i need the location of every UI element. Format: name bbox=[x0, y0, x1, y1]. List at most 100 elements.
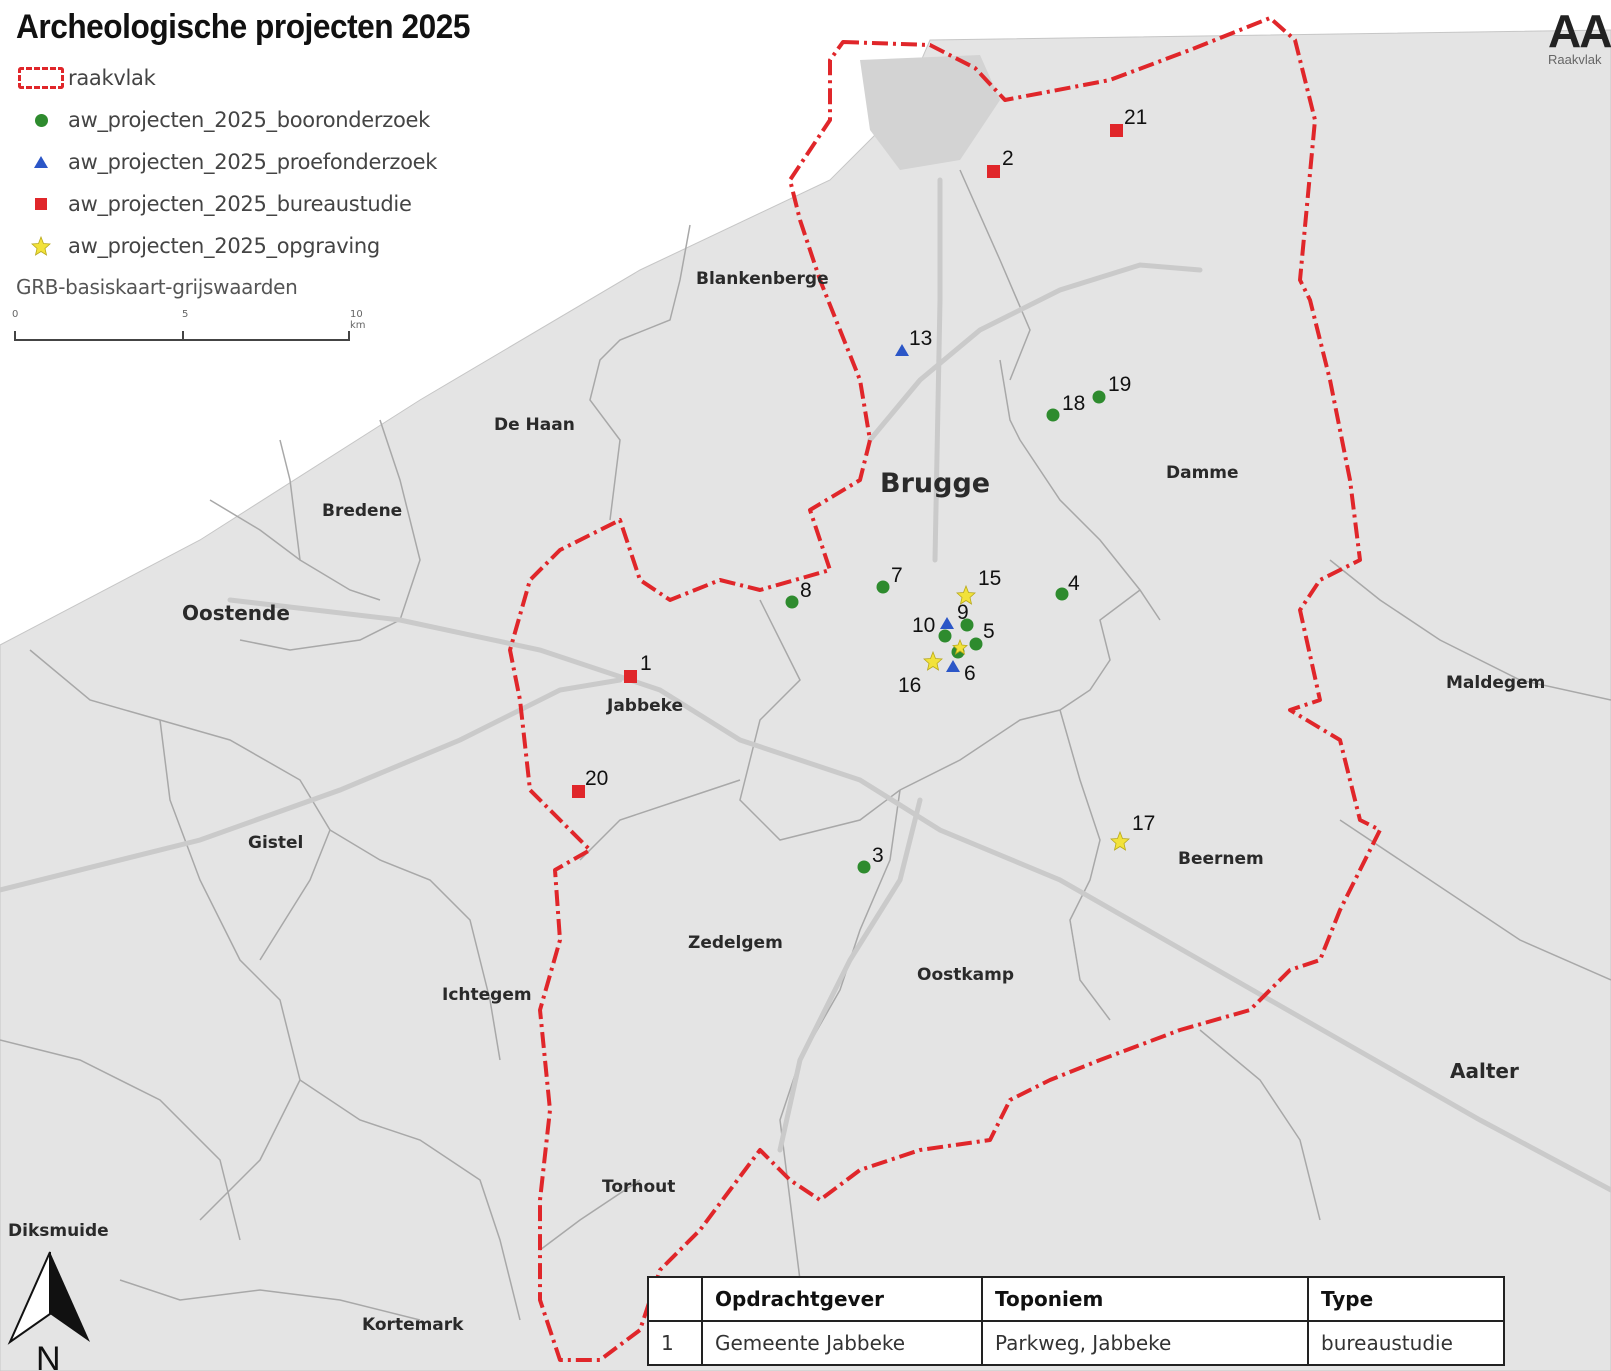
point-7-label: 7 bbox=[891, 564, 903, 587]
place-kortemark: Kortemark bbox=[362, 1315, 464, 1335]
point-18-booronderzoek[interactable] bbox=[1046, 408, 1060, 422]
place-blankenberge: Blankenberge bbox=[696, 269, 829, 289]
road-network bbox=[0, 177, 1611, 1193]
header-index bbox=[647, 1276, 703, 1322]
point-15-label: 15 bbox=[978, 567, 1001, 590]
north-arrow: N bbox=[6, 1250, 96, 1371]
project-table: Opdrachtgever Toponiem Type 1 Gemeente J… bbox=[647, 1276, 1505, 1366]
point-20-label: 20 bbox=[585, 767, 608, 790]
point-16-opgraving[interactable] bbox=[923, 650, 943, 671]
place-damme: Damme bbox=[1166, 463, 1239, 483]
legend-item-proefonderzoek: aw_projecten_2025_proefonderzoek bbox=[14, 141, 504, 183]
point-booronderzoek-cluster-a[interactable] bbox=[938, 629, 952, 643]
place-brugge: Brugge bbox=[880, 468, 990, 499]
cell-index: 1 bbox=[647, 1320, 703, 1366]
point-17-opgraving[interactable] bbox=[1110, 830, 1130, 851]
place-bredene: Bredene bbox=[322, 501, 402, 521]
point-5-label: 5 bbox=[983, 620, 995, 643]
north-arrow-icon: N bbox=[7, 1251, 90, 1371]
cell-toponiem: Parkweg, Jabbeke bbox=[981, 1320, 1309, 1366]
dashed-box-icon bbox=[14, 67, 68, 89]
point-8-booronderzoek[interactable] bbox=[785, 595, 799, 609]
place-oostkamp: Oostkamp bbox=[917, 965, 1014, 985]
basemap-label: GRB-basiskaart-grijswaarden bbox=[16, 275, 298, 299]
raakvlak-logo: AA Raakvlak bbox=[1548, 8, 1611, 67]
point-2-label: 2 bbox=[1002, 147, 1014, 170]
point-3-label: 3 bbox=[872, 844, 884, 867]
place-zedelgem: Zedelgem bbox=[688, 933, 783, 953]
point-3-booronderzoek[interactable] bbox=[857, 860, 871, 874]
header-opdrachtgever: Opdrachtgever bbox=[701, 1276, 983, 1322]
legend-item-raakvlak: raakvlak bbox=[14, 57, 504, 99]
scale-label-0: 0 bbox=[12, 309, 19, 320]
logo-mark: AA bbox=[1548, 5, 1611, 57]
map-legend: Archeologische projecten 2025 raakvlak a… bbox=[12, 8, 504, 345]
point-1-label: 1 bbox=[640, 652, 652, 675]
legend-label: aw_projecten_2025_proefonderzoek bbox=[68, 150, 438, 174]
point-2-bureaustudie[interactable] bbox=[987, 165, 1000, 178]
point-4-booronderzoek[interactable] bbox=[1055, 587, 1069, 601]
cell-type: bureaustudie bbox=[1307, 1320, 1505, 1366]
place-labels: Blankenberge De Haan Bredene Oostende Br… bbox=[8, 269, 1545, 1335]
point-21-bureaustudie[interactable] bbox=[1110, 124, 1123, 137]
legend-label: raakvlak bbox=[68, 66, 156, 90]
legend-item-opgraving: aw_projecten_2025_opgraving bbox=[14, 225, 504, 267]
point-13-label: 13 bbox=[909, 327, 932, 350]
green-dot-icon bbox=[14, 113, 68, 127]
legend-label: aw_projecten_2025_bureaustudie bbox=[68, 192, 412, 216]
place-gistel: Gistel bbox=[248, 833, 303, 853]
point-9-booronderzoek[interactable] bbox=[960, 618, 974, 632]
place-oostende: Oostende bbox=[182, 601, 290, 625]
point-9-label: 9 bbox=[957, 601, 969, 624]
point-6-proefonderzoek[interactable] bbox=[946, 660, 960, 672]
scale-label-10: 10 km bbox=[350, 309, 366, 331]
place-aalter: Aalter bbox=[1450, 1059, 1519, 1083]
place-de-haan: De Haan bbox=[494, 415, 575, 435]
scale-bar: 0 5 10 km bbox=[12, 309, 366, 345]
raakvlak-boundary bbox=[508, 16, 1382, 1362]
header-type: Type bbox=[1307, 1276, 1505, 1322]
legend-item-bureaustudie: aw_projecten_2025_bureaustudie bbox=[14, 183, 504, 225]
point-19-label: 19 bbox=[1108, 373, 1131, 396]
point-13-proefonderzoek[interactable] bbox=[895, 344, 909, 356]
place-maldegem: Maldegem bbox=[1446, 673, 1545, 693]
point-16-label: 16 bbox=[898, 674, 921, 697]
point-7-booronderzoek[interactable] bbox=[876, 580, 890, 594]
blue-triangle-icon bbox=[14, 155, 68, 169]
yellow-star-icon bbox=[14, 236, 68, 256]
logo-subtitle: Raakvlak bbox=[1548, 52, 1602, 67]
point-19-booronderzoek[interactable] bbox=[1092, 390, 1106, 404]
point-18-label: 18 bbox=[1062, 392, 1085, 415]
header-toponiem: Toponiem bbox=[981, 1276, 1309, 1322]
cell-opdrachtgever: Gemeente Jabbeke bbox=[701, 1320, 983, 1366]
red-square-icon bbox=[14, 198, 68, 210]
scale-label-5: 5 bbox=[182, 309, 189, 320]
project-points: 1 2 3 4 5 6 7 8 9 10 bbox=[572, 106, 1155, 874]
point-8-label: 8 bbox=[800, 579, 812, 602]
legend-label: aw_projecten_2025_booronderzoek bbox=[68, 108, 430, 132]
harbour-area bbox=[860, 55, 1000, 170]
point-5-booronderzoek[interactable] bbox=[969, 637, 983, 651]
point-4-label: 4 bbox=[1068, 572, 1080, 595]
place-jabbeke: Jabbeke bbox=[606, 696, 683, 716]
point-15-opgraving[interactable] bbox=[956, 584, 976, 605]
place-ichtegem: Ichtegem bbox=[442, 985, 532, 1005]
legend-label: aw_projecten_2025_opgraving bbox=[68, 234, 380, 258]
north-label: N bbox=[36, 1340, 61, 1371]
map-title: Archeologische projecten 2025 bbox=[16, 8, 470, 46]
point-17-label: 17 bbox=[1132, 812, 1155, 835]
point-20-bureaustudie[interactable] bbox=[572, 785, 585, 798]
legend-item-booronderzoek: aw_projecten_2025_booronderzoek bbox=[14, 99, 504, 141]
point-1-bureaustudie[interactable] bbox=[624, 670, 637, 683]
table-header-row: Opdrachtgever Toponiem Type bbox=[647, 1276, 1505, 1322]
point-6-label: 6 bbox=[964, 662, 976, 685]
point-21-label: 21 bbox=[1124, 106, 1147, 129]
table-row: 1 Gemeente Jabbeke Parkweg, Jabbeke bure… bbox=[647, 1320, 1505, 1366]
municipality-borders bbox=[0, 169, 1611, 1321]
point-10-label: 10 bbox=[912, 614, 935, 637]
point-opgraving-cluster[interactable] bbox=[952, 638, 968, 655]
point-10-proefonderzoek[interactable] bbox=[940, 617, 954, 629]
place-diksmuide: Diksmuide bbox=[8, 1221, 109, 1241]
